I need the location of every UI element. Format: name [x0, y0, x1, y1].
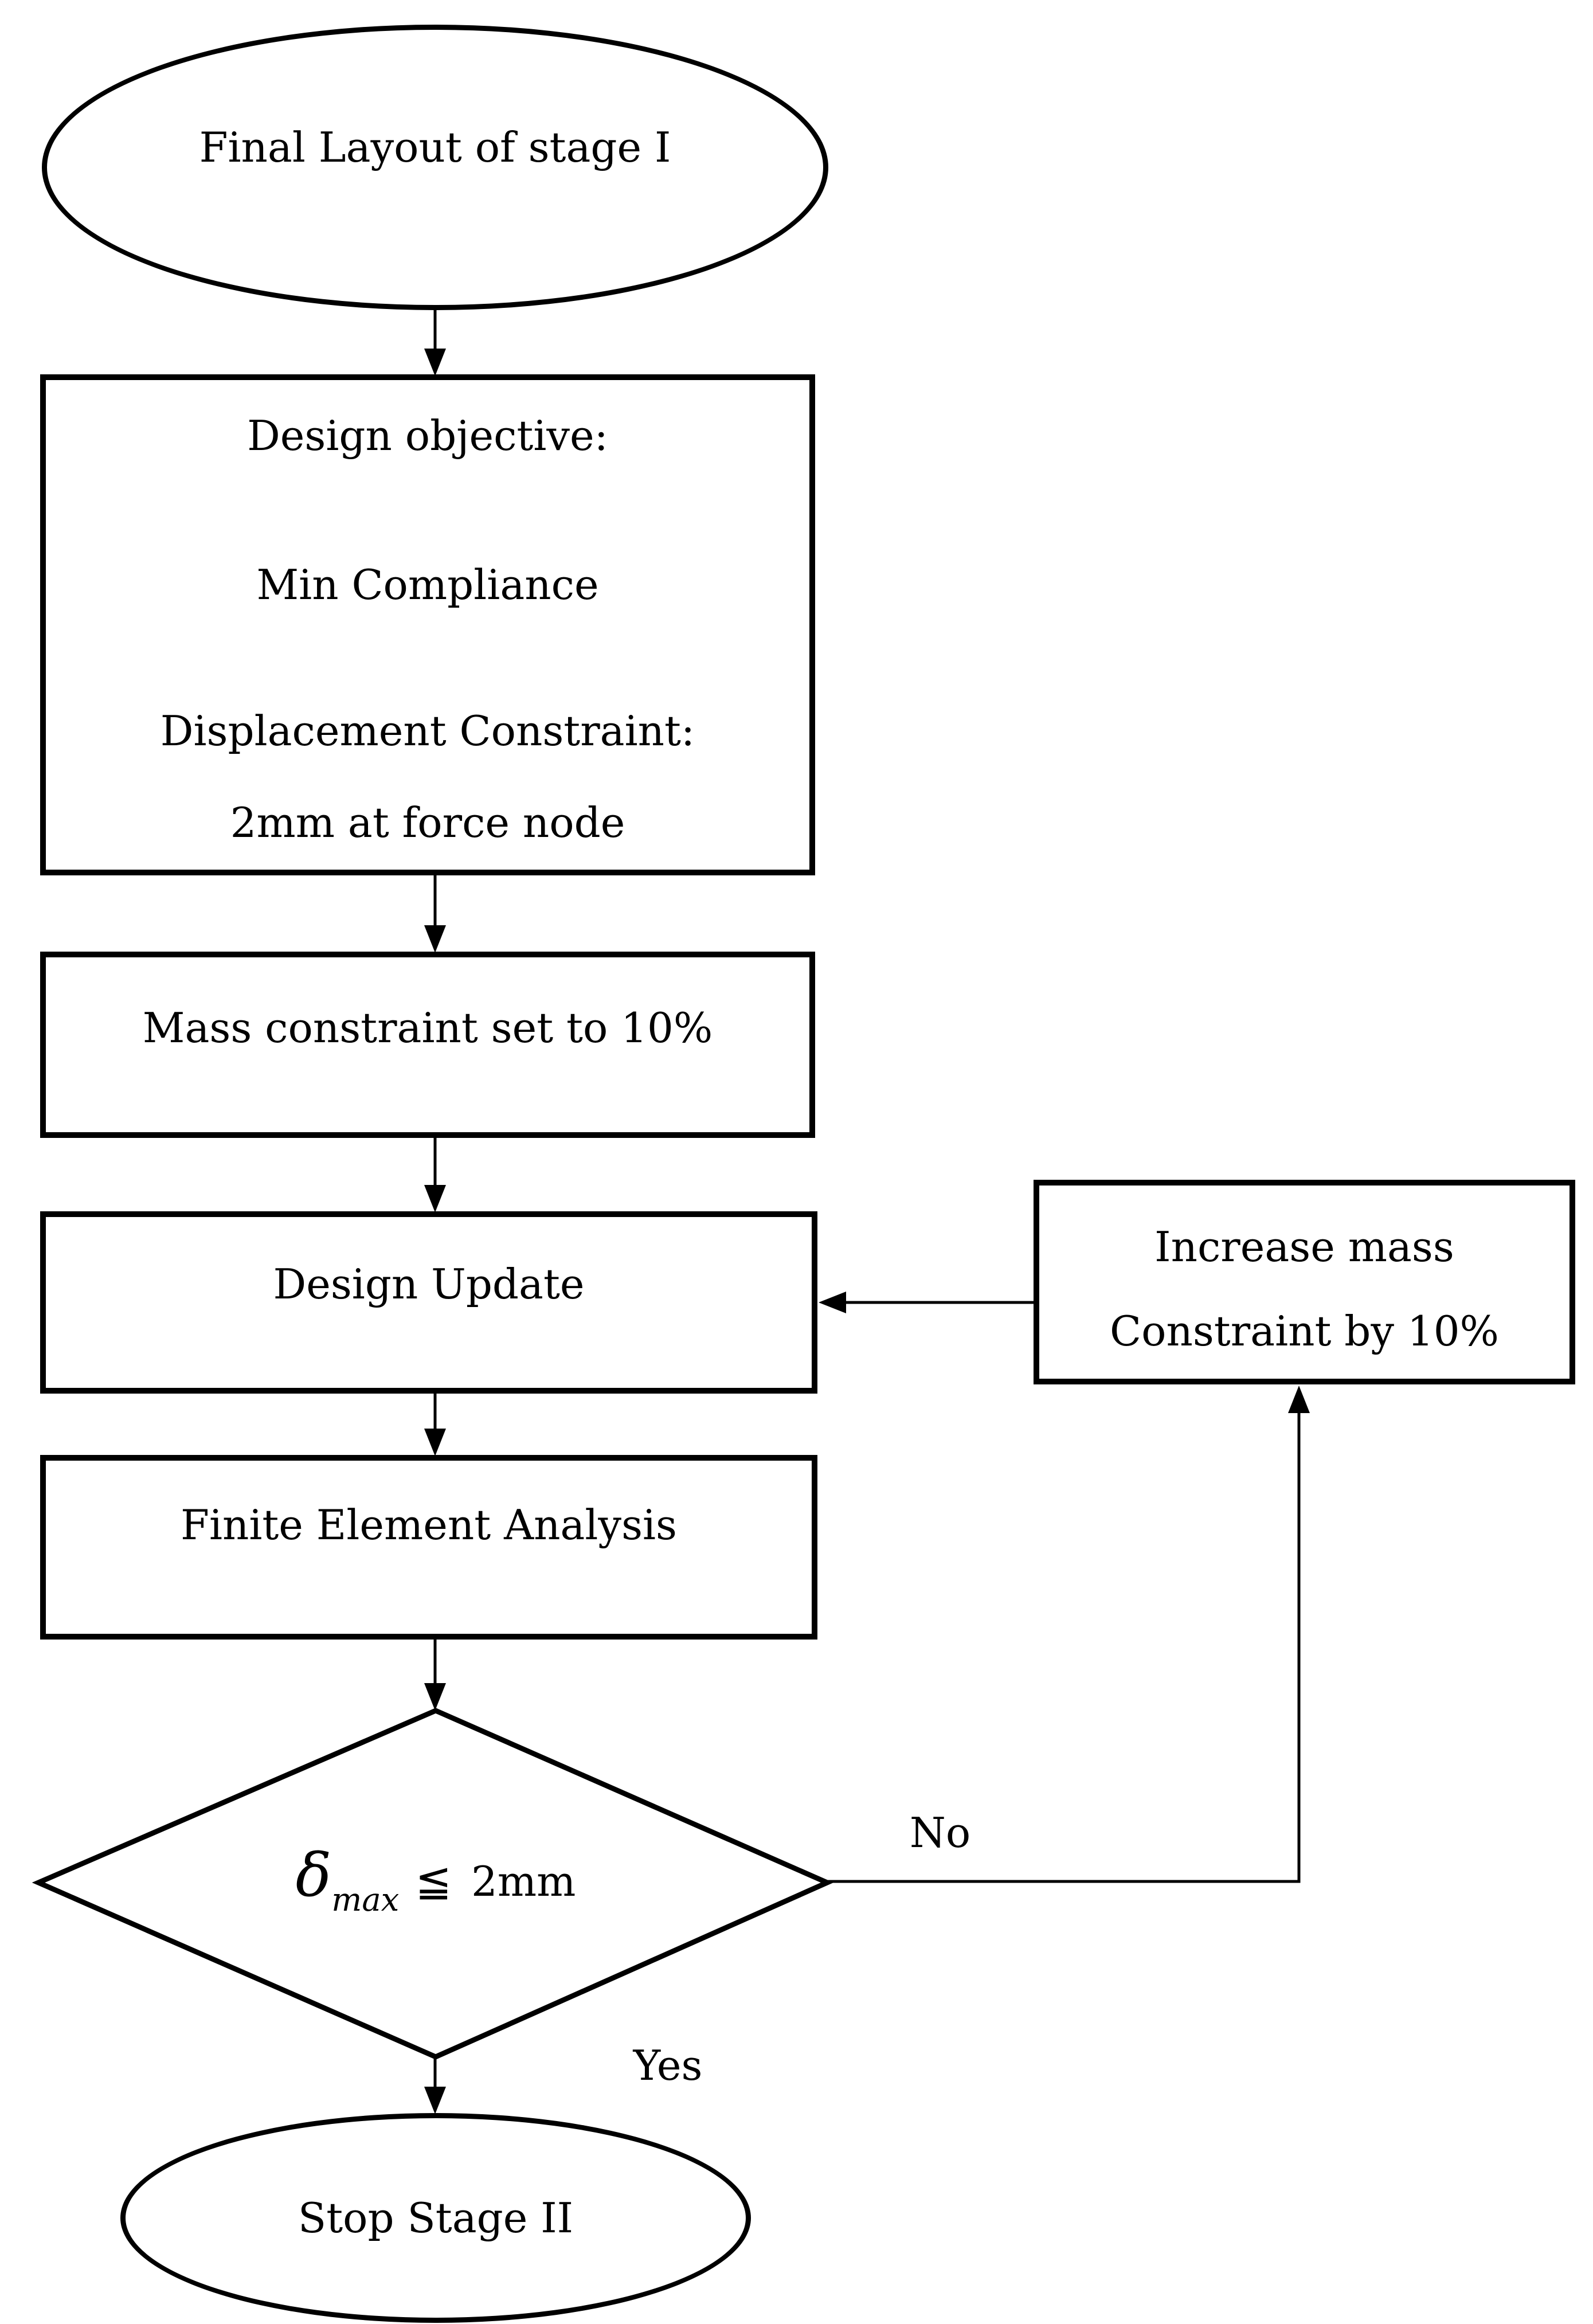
decision-delta-symbol: δ	[295, 1840, 332, 1910]
yes-branch-label: Yes	[633, 2041, 703, 2090]
design-update-box: Design Update	[40, 1211, 817, 1394]
start-ellipse: Final Layout of stage I	[42, 25, 828, 310]
decision-subscript: max	[331, 1881, 400, 1919]
mass-constraint-box: Mass constraint set to 10%	[40, 952, 815, 1138]
start-label: Final Layout of stage I	[199, 123, 671, 171]
decision-value: 2mm	[471, 1857, 576, 1906]
stop-label: Stop Stage II	[298, 2194, 574, 2242]
objective-line-1: Design objective:	[247, 412, 608, 460]
fea-label: Finite Element Analysis	[180, 1501, 677, 1549]
increase-mass-box: Increase mass Constraint by 10%	[1034, 1180, 1575, 1384]
decision-label: δmax ≦ 2mm	[229, 1826, 642, 1924]
objective-line-2: Min Compliance	[256, 561, 599, 609]
arrowhead-down-icon	[424, 925, 446, 953]
arrowhead-down-icon	[424, 349, 446, 376]
mass-constraint-label: Mass constraint set to 10%	[142, 1003, 713, 1052]
arrowhead-down-icon	[424, 1429, 446, 1456]
arrowhead-left-icon	[819, 1292, 846, 1313]
arrowhead-down-icon	[424, 2087, 446, 2114]
decision-operator: ≦	[415, 1855, 452, 1906]
arrowhead-down-icon	[424, 1683, 446, 1711]
arrowhead-down-icon	[424, 1185, 446, 1212]
design-update-label: Design Update	[273, 1260, 585, 1308]
stop-ellipse: Stop Stage II	[120, 2113, 751, 2323]
no-branch-label: No	[909, 1809, 971, 1857]
objective-line-4: 2mm at force node	[230, 799, 625, 847]
objective-line-3: Displacement Constraint:	[160, 707, 695, 755]
arrowhead-up-icon	[1288, 1386, 1310, 1413]
increase-line-2: Constraint by 10%	[1110, 1307, 1499, 1355]
design-objective-box: Design objective: Min Compliance Displac…	[40, 374, 815, 875]
increase-line-1: Increase mass	[1154, 1223, 1454, 1271]
fea-box: Finite Element Analysis	[40, 1455, 817, 1640]
